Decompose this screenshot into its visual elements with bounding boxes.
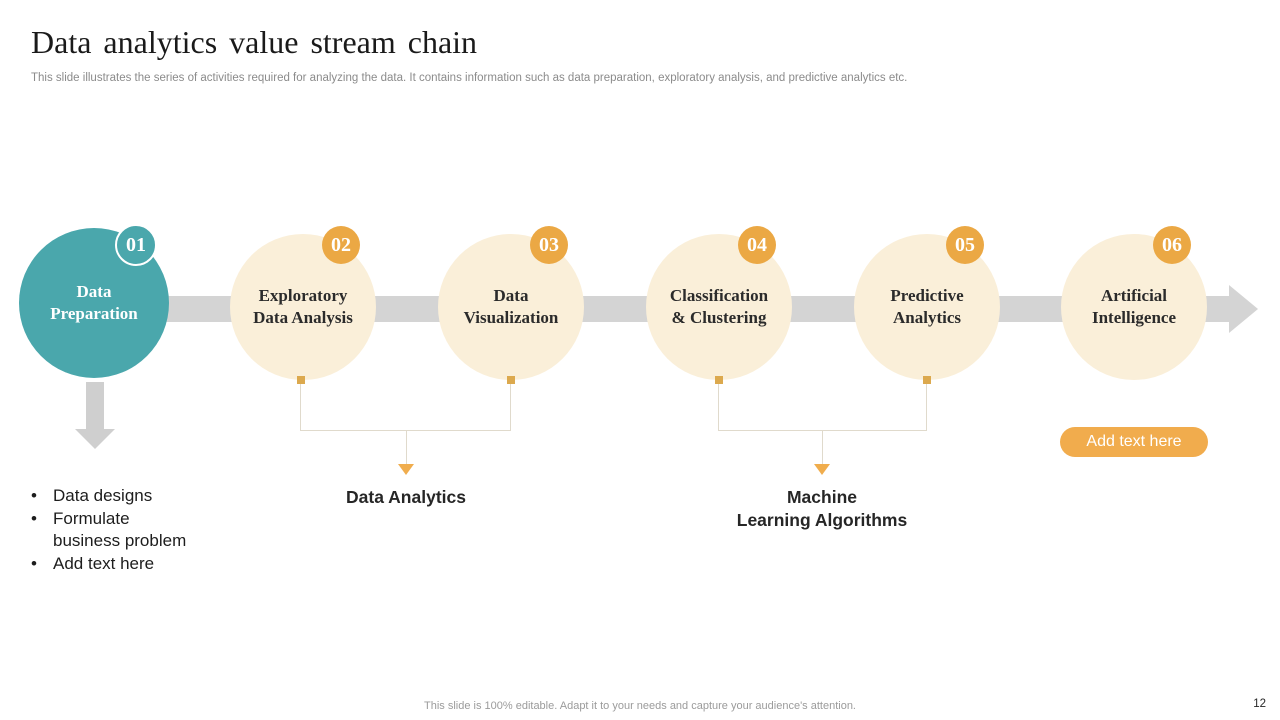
- step-number-badge: 06: [1153, 226, 1191, 264]
- list-item: • Data designs: [31, 485, 241, 508]
- group-label-data-analytics: Data Analytics: [346, 487, 466, 507]
- step-number-badge: 01: [115, 224, 157, 266]
- step-label: Artificial Intelligence: [1091, 286, 1177, 327]
- step-circle-exploratory-data-analysis: 02 Exploratory Data Analysis: [230, 226, 376, 380]
- connector-square-icon: [715, 376, 723, 384]
- down-arrow-icon: [86, 382, 104, 429]
- step-number-badge: 04: [738, 226, 776, 264]
- down-arrow-head-icon: [75, 429, 115, 449]
- step-number-badge: 02: [322, 226, 360, 264]
- step-label: Data Preparation: [50, 282, 138, 323]
- connector-line: [300, 430, 511, 431]
- group-label-machine-learning: Machine Learning Algorithms: [736, 487, 908, 530]
- connector-square-icon: [507, 376, 515, 384]
- step-number-badge: 05: [946, 226, 984, 264]
- list-item: • Formulate business problem: [31, 508, 241, 553]
- page-title: Data analytics value stream chain: [31, 24, 478, 60]
- add-text-button[interactable]: Add text here: [1060, 427, 1208, 457]
- page-subtitle: This slide illustrates the series of act…: [31, 72, 908, 84]
- process-arrow-head-icon: [1229, 285, 1258, 333]
- connector-square-icon: [923, 376, 931, 384]
- step1-bullet-list: • Data designs • Formulate business prob…: [31, 485, 241, 575]
- connector-line: [300, 384, 301, 431]
- connector-square-icon: [297, 376, 305, 384]
- step-label: Data Visualization: [463, 286, 559, 327]
- list-item: • Add text here: [31, 553, 241, 576]
- bullet-icon: •: [31, 508, 37, 528]
- connector-line: [926, 384, 927, 431]
- page-number: 12: [1253, 698, 1266, 710]
- footer-note: This slide is 100% editable. Adapt it to…: [424, 700, 856, 712]
- step-label: Predictive Analytics: [890, 286, 964, 327]
- bullet-icon: •: [31, 486, 37, 505]
- step-circle-classification-clustering: 04 Classification & Clustering: [646, 226, 792, 380]
- step-circle-data-visualization: 03 Data Visualization: [438, 226, 584, 380]
- bullet-icon: •: [31, 553, 37, 573]
- connector-line: [510, 384, 511, 431]
- step-circle-artificial-intelligence: 06 Artificial Intelligence: [1061, 226, 1207, 380]
- step-circle-data-preparation: 01 Data Preparation: [19, 224, 169, 378]
- connector-line: [406, 430, 407, 464]
- step-label: Classification & Clustering: [669, 286, 769, 327]
- down-triangle-icon: [398, 464, 414, 475]
- step-label: Exploratory Data Analysis: [253, 286, 353, 327]
- connector-line: [822, 430, 823, 464]
- step-number-badge: 03: [530, 226, 568, 264]
- connector-line: [718, 384, 719, 431]
- step-circle-predictive-analytics: 05 Predictive Analytics: [854, 226, 1000, 380]
- down-triangle-icon: [814, 464, 830, 475]
